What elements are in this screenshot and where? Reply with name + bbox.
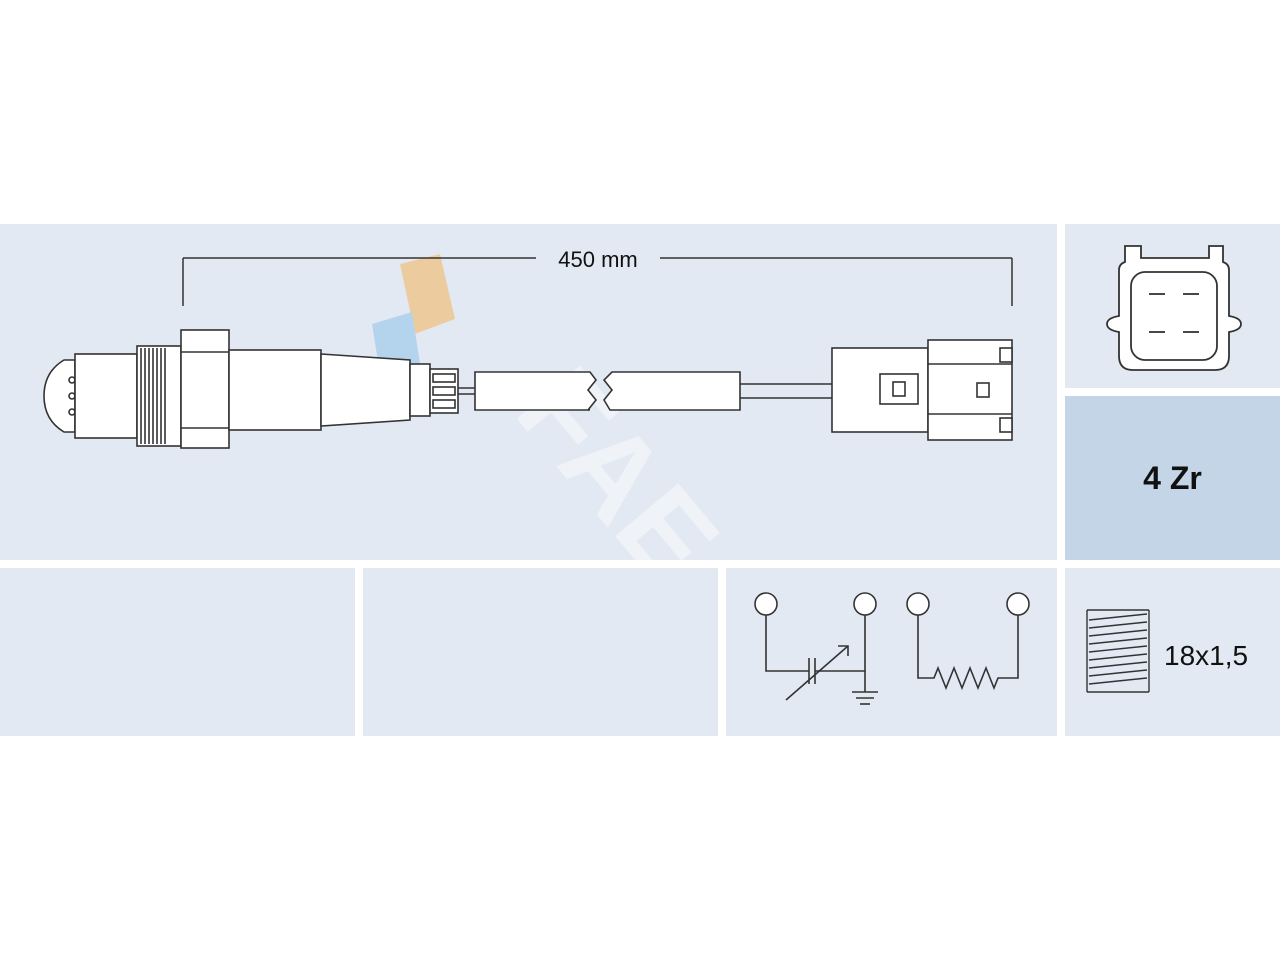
- cable: [474, 371, 832, 411]
- thread-panel: 18x1,5: [1065, 568, 1280, 736]
- connector-face-panel: [1065, 224, 1280, 388]
- sensor-type-panel: 4 Zr: [1065, 396, 1280, 560]
- sensor-type-label: 4 Zr: [1143, 459, 1202, 496]
- main-drawing-panel: FAE 450 mm: [0, 224, 1057, 560]
- thread-icon: [1086, 609, 1150, 693]
- cable-length-label: 450 mm: [558, 247, 637, 272]
- dimension-line: [182, 257, 1013, 306]
- empty-panel-1: [0, 568, 355, 736]
- lambda-sensor: [43, 329, 475, 449]
- sensor-drawing: FAE 450 mm: [43, 247, 1013, 560]
- circuit-panel: [726, 568, 1057, 736]
- 4-pin-connector-face-icon: [1106, 245, 1242, 371]
- connector-plug: [831, 339, 1013, 441]
- thread-spec-label: 18x1,5: [1164, 640, 1249, 671]
- empty-panel-2: [363, 568, 718, 736]
- sensor-wiring-schematic-icon: [754, 592, 1030, 705]
